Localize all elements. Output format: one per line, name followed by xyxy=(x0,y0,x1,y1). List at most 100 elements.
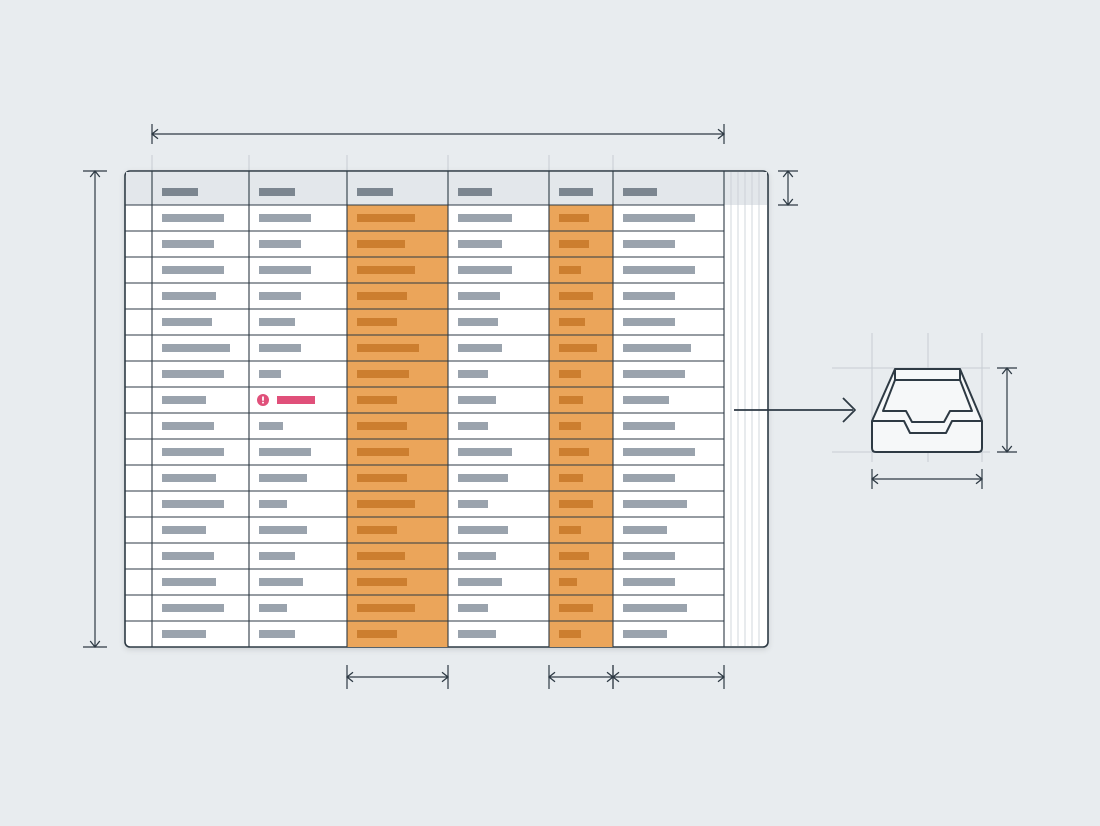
cell-text-placeholder xyxy=(623,214,695,222)
cell-text-placeholder xyxy=(162,630,206,638)
cell-text-placeholder xyxy=(559,396,583,404)
cell-text-placeholder xyxy=(559,474,583,482)
exclamation-mark-stem xyxy=(262,396,264,401)
cell-text-placeholder xyxy=(357,292,407,300)
cell-text-placeholder xyxy=(357,422,407,430)
cell-text-placeholder xyxy=(458,214,512,222)
cell-text-placeholder xyxy=(162,578,216,586)
header-label-placeholder xyxy=(458,188,492,196)
dimension-arrowhead xyxy=(345,671,354,683)
cell-text-placeholder xyxy=(259,266,311,274)
cell-text-placeholder xyxy=(623,474,675,482)
cell-text-placeholder xyxy=(559,552,589,560)
dimension-lines xyxy=(83,124,1017,689)
cell-text-placeholder xyxy=(458,318,498,326)
spreadsheet-table xyxy=(124,170,769,648)
arrow-right-icon xyxy=(734,397,856,423)
dimension-arrowhead xyxy=(150,128,159,140)
cell-text-placeholder xyxy=(357,526,397,534)
cell-text-placeholder xyxy=(559,266,581,274)
cell-text-placeholder xyxy=(623,318,675,326)
cell-text-placeholder xyxy=(559,448,589,456)
cell-text-placeholder xyxy=(357,318,397,326)
dimension-arrowhead xyxy=(717,671,726,683)
cell-text-placeholder xyxy=(259,214,311,222)
cell-text-placeholder xyxy=(458,344,502,352)
cell-text-placeholder xyxy=(559,578,577,586)
tray-rim xyxy=(894,369,961,381)
dimension-arrowhead xyxy=(975,473,984,485)
cell-text-placeholder xyxy=(357,578,407,586)
cell-text-placeholder xyxy=(623,552,675,560)
cell-text-placeholder xyxy=(623,526,667,534)
cell-text-placeholder xyxy=(623,344,691,352)
cell-text-placeholder xyxy=(162,474,216,482)
cell-text-placeholder xyxy=(259,318,295,326)
cell-text-placeholder xyxy=(162,552,214,560)
cell-text-placeholder xyxy=(259,448,311,456)
cell-text-placeholder xyxy=(559,630,581,638)
cell-text-placeholder xyxy=(623,578,675,586)
header-row xyxy=(126,172,767,205)
dimension-arrowhead xyxy=(611,671,620,683)
cell-text-placeholder xyxy=(458,604,488,612)
cell-text-placeholder xyxy=(559,422,581,430)
cell-text-placeholder xyxy=(162,500,224,508)
cell-text-placeholder xyxy=(623,292,675,300)
header-label-placeholder xyxy=(559,188,593,196)
cell-text-placeholder xyxy=(559,292,593,300)
cell-text-placeholder xyxy=(162,448,224,456)
cell-text-placeholder xyxy=(623,448,695,456)
cell-text-placeholder xyxy=(162,396,206,404)
header-label-placeholder xyxy=(162,188,198,196)
cell-text-placeholder xyxy=(357,630,397,638)
header-label-placeholder xyxy=(259,188,295,196)
cell-text-placeholder xyxy=(623,240,675,248)
cell-text-placeholder xyxy=(458,578,502,586)
cell-text-placeholder xyxy=(259,292,301,300)
cell-text-placeholder xyxy=(259,630,295,638)
tray-body xyxy=(871,368,983,453)
cell-text-placeholder xyxy=(259,552,295,560)
cell-text-placeholder xyxy=(559,240,589,248)
cell-text-placeholder xyxy=(559,370,581,378)
cell-text-placeholder xyxy=(259,578,303,586)
dimension-arrowhead xyxy=(782,169,794,178)
cell-text-placeholder xyxy=(458,266,512,274)
cell-text-placeholder xyxy=(259,500,287,508)
cell-text-placeholder xyxy=(357,448,409,456)
cell-text-placeholder xyxy=(458,526,508,534)
cell-text-placeholder xyxy=(559,526,581,534)
cell-text-placeholder xyxy=(357,266,415,274)
cell-text-placeholder xyxy=(458,240,502,248)
cell-text-placeholder xyxy=(259,240,301,248)
cell-text-placeholder xyxy=(458,500,488,508)
cell-text-placeholder xyxy=(162,604,224,612)
cell-text-placeholder xyxy=(357,500,415,508)
cell-text-placeholder xyxy=(357,604,415,612)
cell-text-placeholder xyxy=(357,370,409,378)
cell-text-placeholder xyxy=(623,500,687,508)
cell-text-placeholder xyxy=(623,370,685,378)
header-label-placeholder xyxy=(623,188,657,196)
cell-text-placeholder xyxy=(259,526,307,534)
dimension-arrowhead xyxy=(89,169,101,178)
cell-text-placeholder xyxy=(458,396,496,404)
cell-text-placeholder xyxy=(623,630,667,638)
cell-text-placeholder xyxy=(458,552,496,560)
cell-text-placeholder xyxy=(559,604,593,612)
cell-text-placeholder xyxy=(559,214,589,222)
cell-text-placeholder xyxy=(259,422,283,430)
cell-text-placeholder xyxy=(357,396,397,404)
cell-text-placeholder xyxy=(162,292,216,300)
cell-text-placeholder xyxy=(559,500,593,508)
cell-text-placeholder xyxy=(458,370,488,378)
cell-text-placeholder xyxy=(162,526,206,534)
header-label-placeholder xyxy=(357,188,393,196)
cell-text-placeholder xyxy=(162,266,224,274)
cell-text-placeholder xyxy=(357,474,407,482)
cell-text-placeholder xyxy=(162,422,214,430)
cell-text-placeholder xyxy=(623,396,669,404)
